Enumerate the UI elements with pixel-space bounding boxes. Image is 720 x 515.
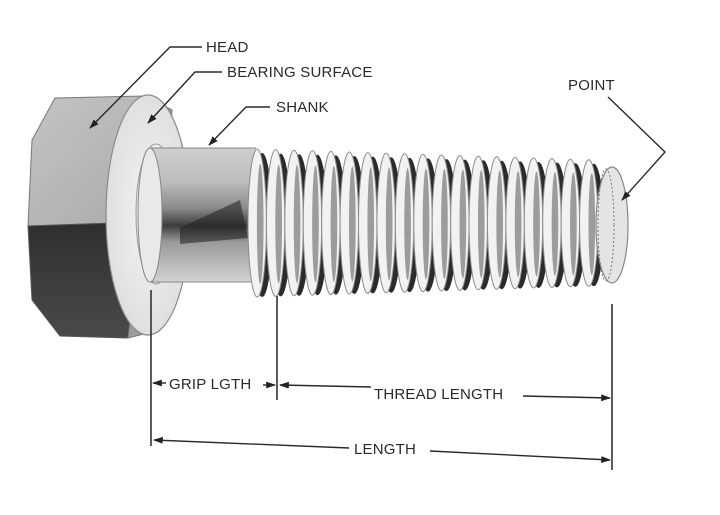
bolt-point: [595, 166, 629, 284]
leader-head: [89, 46, 202, 129]
label-point: POINT: [568, 77, 615, 94]
bolt-threads: [247, 148, 604, 298]
dimension-length: [153, 436, 611, 463]
leader-bearing-surface: [147, 71, 222, 124]
label-bearing-surface: BEARING SURFACE: [227, 64, 373, 81]
leader-shank: [208, 106, 270, 146]
bolt-shank: [137, 147, 256, 283]
label-head: HEAD: [206, 39, 248, 56]
label-shank: SHANK: [276, 99, 329, 116]
leader-point: [607, 96, 666, 201]
dimension-grip-length: [152, 379, 276, 389]
label-length: LENGTH: [354, 441, 416, 458]
label-thread-length: THREAD LENGTH: [374, 386, 503, 403]
dimension-thread-length: [279, 381, 611, 402]
label-grip-length: GRIP LGTH: [169, 376, 251, 393]
thread-crest: [560, 158, 586, 288]
